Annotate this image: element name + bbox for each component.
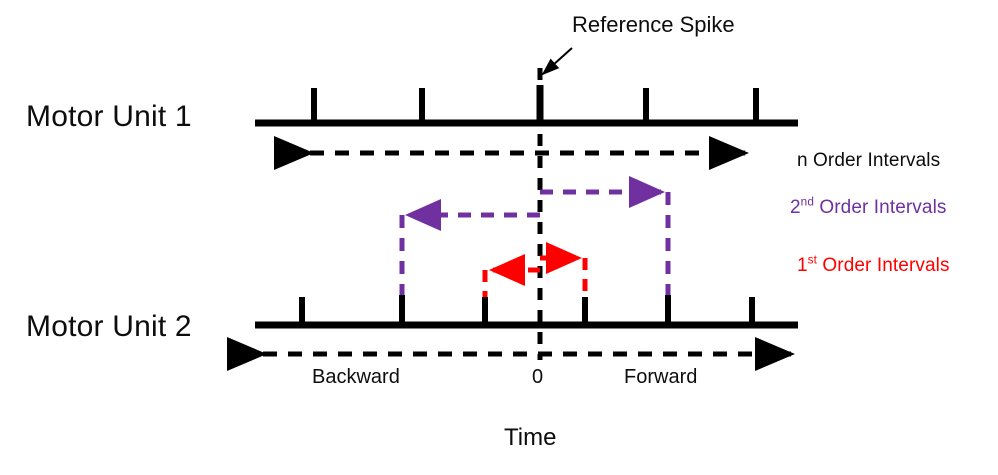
zero-tick-label: 0 (532, 366, 544, 388)
legend-first-order-prefix: 1 (797, 255, 808, 276)
motor-unit-1-label: Motor Unit 1 (26, 100, 192, 133)
legend-second-order-intervals: 2nd Order Intervals (790, 195, 947, 219)
legend-first-order-suffix: st (807, 253, 818, 267)
legend-second-order-suffix: nd (800, 195, 814, 209)
forward-direction-label: Forward (624, 366, 698, 388)
first-order-interval-backward (482, 253, 540, 302)
reference-spike-pointer-arrow (541, 47, 573, 76)
second-order-interval-backward (399, 198, 540, 300)
first-order-interval-forward (540, 242, 588, 302)
reference-spike-label: Reference Spike (572, 12, 735, 37)
time-axis-label: Time (504, 424, 557, 451)
motor-unit-1-train (255, 85, 798, 127)
second-order-interval-forward (540, 176, 671, 300)
backward-direction-label: Backward (312, 366, 400, 388)
legend-n-order-text: n Order Intervals (797, 150, 941, 171)
legend-n-order-intervals: n Order Intervals (797, 150, 940, 172)
motor-unit-2-label: Motor Unit 2 (26, 310, 192, 343)
legend-first-order-text: Order Intervals (817, 255, 950, 276)
motor-unit-2-train (255, 295, 798, 329)
legend-second-order-text: Order Intervals (813, 197, 947, 218)
legend-second-order-prefix: 2 (790, 197, 801, 218)
legend-first-order-intervals: 1st Order Intervals (797, 253, 950, 277)
